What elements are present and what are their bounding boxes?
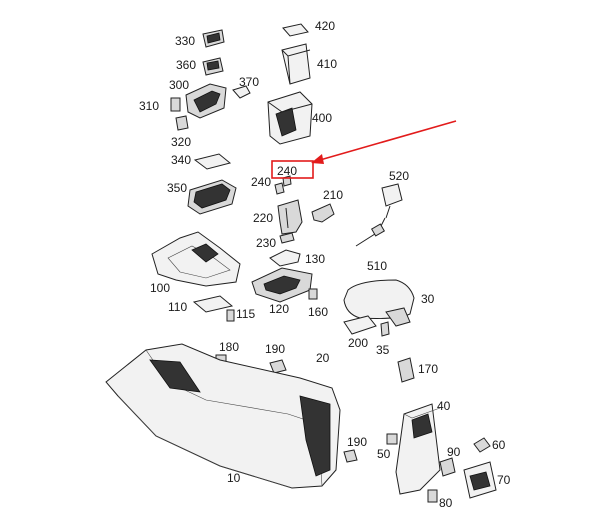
callout-130: 130 [305,252,325,266]
part-100 [151,231,241,287]
part-200 [343,315,377,335]
part-170 [397,357,415,383]
part-60 [473,437,491,453]
callout-80: 80 [439,496,453,510]
part-70 [463,461,497,499]
part-130 [269,249,301,267]
part-510 [355,217,386,247]
part-320 [175,115,189,131]
callout-240: 240 [251,175,271,189]
part-80 [427,489,438,503]
part-50 [386,433,398,445]
part-340 [193,153,232,170]
part-115 [226,309,235,322]
part-10 [105,343,341,489]
callout-110: 110 [168,300,187,314]
callout-10: 10 [227,471,241,485]
part-110 [192,295,234,313]
part-190 [269,359,358,463]
callout-220: 220 [253,211,273,225]
callout-100: 100 [150,281,170,295]
callout-360: 360 [176,58,196,72]
callout-520: 520 [389,169,409,183]
callout-50: 50 [377,447,391,461]
callout-210: 210 [323,188,343,202]
callout-350: 350 [167,181,187,195]
highlight-arrow [311,120,457,164]
part-370 [232,85,251,99]
part-300 [185,83,227,119]
callout-230: 230 [256,236,276,250]
callout-510: 510 [367,259,387,273]
callout-160: 160 [308,305,328,319]
part-350 [187,179,237,215]
part-310 [170,97,181,112]
callout-300: 300 [169,78,189,92]
callout-240-highlighted: 240 [277,164,297,178]
callout-190-b: 190 [347,435,367,449]
part-520 [381,183,403,219]
callout-310: 310 [139,99,159,113]
callout-115: 115 [236,307,255,321]
part-410 [281,43,311,85]
callout-40: 40 [437,399,451,413]
part-120 [251,267,313,303]
callout-370: 370 [239,75,259,89]
callout-70: 70 [497,473,511,487]
callout-400: 400 [312,111,332,125]
part-35 [380,321,390,337]
callout-120: 120 [269,302,289,316]
part-420 [282,23,309,37]
part-30 [343,279,415,327]
callout-90: 90 [447,445,461,459]
part-210 [311,203,335,223]
callout-330: 330 [175,34,195,48]
callout-190-a: 190 [265,342,285,356]
part-40 [395,403,441,495]
callout-340: 340 [171,153,191,167]
part-160 [308,288,318,300]
callout-180: 180 [219,340,239,354]
callout-420: 420 [315,19,335,33]
callout-410: 410 [317,57,337,71]
part-230 [279,232,295,244]
part-400 [267,91,313,145]
part-360 [202,57,224,76]
part-330 [202,29,225,48]
callout-60: 60 [492,438,506,452]
callout-200: 200 [348,336,368,350]
part-220 [277,199,303,235]
part-90 [439,457,456,477]
callout-320: 320 [171,135,191,149]
highlight-box [271,160,314,179]
callout-35: 35 [376,343,390,357]
callout-20: 20 [316,351,330,365]
callout-170: 170 [418,362,438,376]
callout-30: 30 [421,292,435,306]
